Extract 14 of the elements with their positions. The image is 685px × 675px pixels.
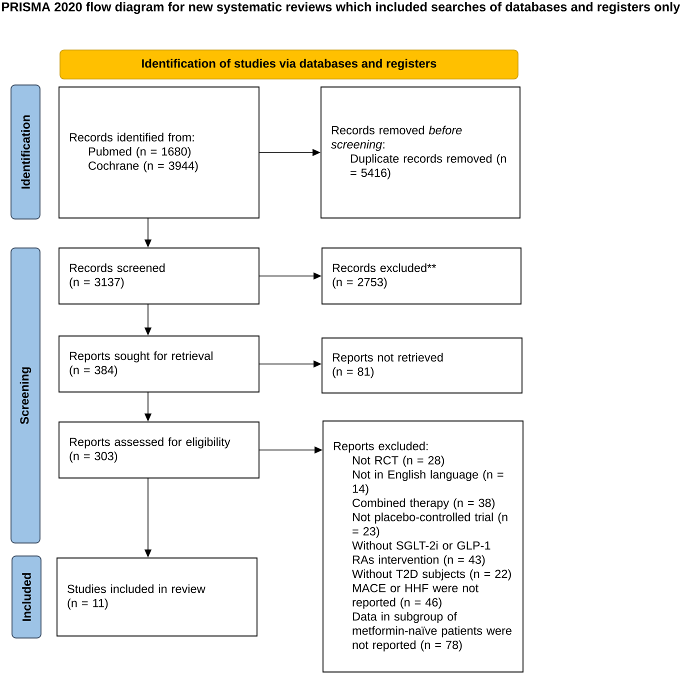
stage-band: Included — [12, 556, 42, 638]
process-box: Reports excluded: Not RCT (n = 28) Not in English language (n = 14) Combined therapy (n = 38) Not placebo-controlled trial (n = 23) Without SGLT-2i or GLP-1 RAs intervention (n = 43) Without T2D subjects (n = 22) MACE or HHF were not reported (n = 46) Data in subgroup of metformin-naïve patients were not reported (n = 78) — [322, 420, 524, 672]
process-box: Records screened (n = 3137) — [58, 248, 260, 304]
process-box: Records removed before screening: Duplicate records removed (n = 5416) — [320, 86, 520, 218]
process-box: Records identified from: Pubmed (n = 1680) Cochrane (n = 3944) — [58, 86, 260, 218]
section-header: Identification of studies via databases and registers — [60, 50, 518, 80]
process-box: Reports not retrieved (n = 81) — [322, 338, 522, 394]
stage-band: Identification — [10, 84, 40, 220]
process-box: Records excluded** (n = 2753) — [322, 248, 522, 304]
title: PRISMA 2020 flow diagram for new systematic reviews which included searches of databases and registers only — [2, 2, 680, 14]
process-box: Reports assessed for eligibility (n = 303) — [58, 422, 260, 478]
process-box: Reports sought for retrieval (n = 384) — [58, 336, 260, 392]
process-box: Studies included in review (n = 11) — [56, 558, 258, 636]
stage-band: Screening — [10, 248, 40, 544]
